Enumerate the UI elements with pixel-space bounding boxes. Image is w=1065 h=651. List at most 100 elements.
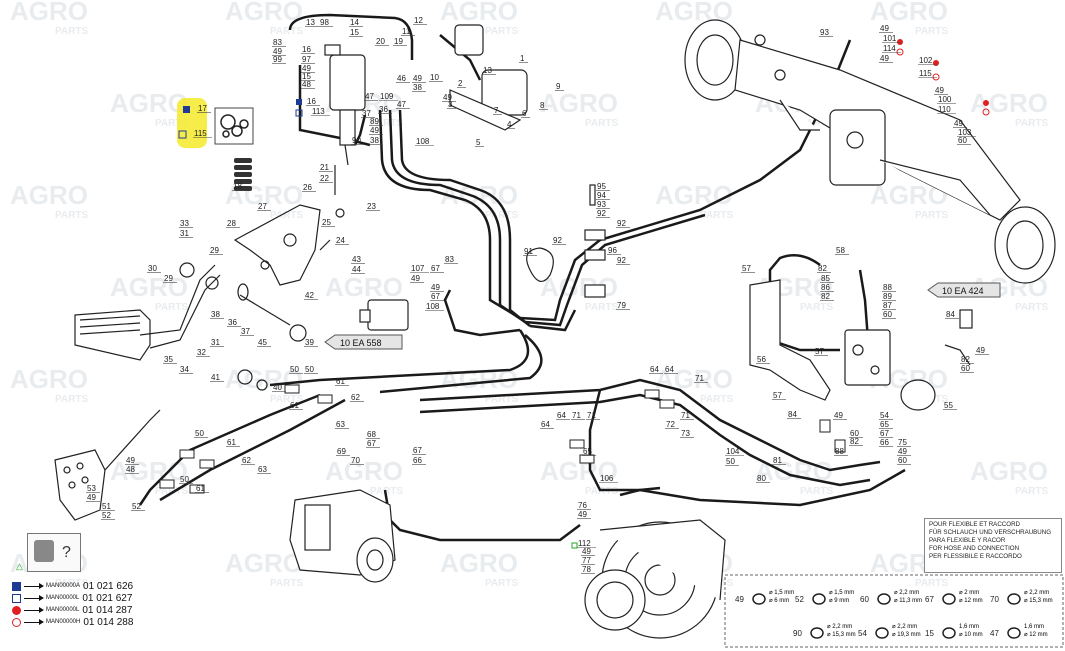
part-number-label[interactable]: 52 <box>131 502 145 511</box>
part-number-label[interactable]: 67 <box>879 429 893 438</box>
part-number-label[interactable]: 83 <box>272 38 286 47</box>
part-number-label[interactable]: 63 <box>257 465 271 474</box>
part-number-label[interactable]: 108 <box>425 302 444 311</box>
part-number-text[interactable]: 4 <box>507 120 512 129</box>
part-number-label[interactable]: 38 <box>412 83 426 92</box>
part-number-label[interactable]: 73 <box>680 429 694 438</box>
part-number-text[interactable]: 67 <box>413 446 422 455</box>
part-number-label[interactable]: 20 <box>375 37 389 46</box>
part-number-text[interactable]: 17 <box>198 104 207 113</box>
part-number-label[interactable]: 38 <box>369 136 383 145</box>
part-number-label[interactable]: 39 <box>304 338 318 347</box>
part-number-label[interactable]: 33 <box>179 219 193 228</box>
part-number-text[interactable]: 64 <box>650 365 659 374</box>
part-number-label[interactable]: 61 <box>195 484 209 493</box>
part-number-text[interactable]: 21 <box>320 163 329 172</box>
part-number-text[interactable]: 108 <box>416 137 430 146</box>
part-number-text[interactable]: 67 <box>431 264 440 273</box>
part-number-label[interactable]: 50 <box>179 475 193 484</box>
part-number-text[interactable]: 82 <box>961 355 970 364</box>
part-number-label[interactable]: 81 <box>772 456 786 465</box>
part-number-text[interactable]: 25 <box>322 218 331 227</box>
part-number-label[interactable]: 88 <box>882 283 896 292</box>
part-number-label[interactable]: 71 <box>694 374 708 383</box>
part-number-label[interactable]: 61 <box>335 377 349 386</box>
part-number-text[interactable]: 78 <box>582 565 591 574</box>
part-number-text[interactable]: 68 <box>367 430 376 439</box>
part-number-text[interactable]: 51 <box>102 502 111 511</box>
part-number-label[interactable]: 76 <box>577 501 591 510</box>
part-number-label[interactable]: 91 <box>523 247 537 256</box>
part-number-label[interactable]: 114 <box>882 44 901 53</box>
part-number-label[interactable]: 56 <box>756 355 770 364</box>
part-number-label[interactable]: 65 <box>582 447 596 456</box>
part-number-text[interactable]: 26 <box>303 183 312 192</box>
part-number-text[interactable]: 107 <box>411 264 425 273</box>
part-number-label[interactable]: 17 <box>197 104 211 113</box>
part-number-text[interactable]: 49 <box>578 510 587 519</box>
part-number-label[interactable]: 78 <box>581 565 595 574</box>
part-number-text[interactable]: 65 <box>583 447 592 456</box>
part-number-text[interactable]: 11 <box>402 27 411 36</box>
part-number-label[interactable]: 65 <box>879 420 893 429</box>
part-number-label[interactable]: 79 <box>616 301 630 310</box>
part-number-text[interactable]: 81 <box>773 456 782 465</box>
part-number-label[interactable]: 115 <box>193 129 212 138</box>
part-number-text[interactable]: 60 <box>850 429 859 438</box>
part-number-label[interactable]: 21 <box>319 163 333 172</box>
part-number-label[interactable]: 5 <box>475 138 484 147</box>
part-number-label[interactable]: 31 <box>210 338 224 347</box>
part-number-label[interactable]: 7 <box>493 106 502 115</box>
part-number-label[interactable]: 47 <box>364 92 378 101</box>
part-number-text[interactable]: 50 <box>726 457 735 466</box>
part-number-text[interactable]: 48 <box>126 465 135 474</box>
part-number-label[interactable]: 49 <box>975 346 989 355</box>
part-number-text[interactable]: 49 <box>443 93 452 102</box>
part-number-label[interactable]: 30 <box>147 264 161 273</box>
part-number-label[interactable]: 49 <box>833 411 847 420</box>
part-number-text[interactable]: 84 <box>788 410 797 419</box>
part-number-label[interactable]: 60 <box>849 429 863 438</box>
part-number-label[interactable]: 22 <box>319 174 333 183</box>
part-number-text[interactable]: 44 <box>352 265 361 274</box>
part-number-text[interactable]: 75 <box>898 438 907 447</box>
part-number-text[interactable]: 57 <box>815 347 824 356</box>
part-number-text[interactable]: 77 <box>582 556 591 565</box>
part-number-text[interactable]: 49 <box>431 283 440 292</box>
part-number-label[interactable]: 64 <box>540 420 554 429</box>
part-number-text[interactable]: 108 <box>426 302 440 311</box>
part-number-label[interactable]: 75 <box>897 438 911 447</box>
part-number-text[interactable]: 71 <box>681 411 690 420</box>
part-number-label[interactable]: 49 <box>125 456 139 465</box>
part-number-text[interactable]: 49 <box>954 119 963 128</box>
part-number-text[interactable]: 38 <box>211 310 220 319</box>
part-number-label[interactable]: 49 <box>412 74 426 83</box>
part-number-label[interactable]: 92 <box>552 236 566 245</box>
part-number-label[interactable]: 93 <box>819 28 833 37</box>
part-number-text[interactable]: 60 <box>898 456 907 465</box>
part-number-label[interactable]: 60 <box>957 136 971 145</box>
part-number-label[interactable]: 26 <box>302 183 316 192</box>
part-number-label[interactable]: 57 <box>814 347 828 356</box>
part-number-text[interactable]: 50 <box>195 429 204 438</box>
part-number-label[interactable]: 96 <box>607 246 621 255</box>
part-number-label[interactable]: 84 <box>787 410 801 419</box>
part-number-text[interactable]: 71 <box>695 374 704 383</box>
part-number-label[interactable]: 15 <box>349 28 363 37</box>
part-number-label[interactable]: 24 <box>335 236 349 245</box>
part-number-text[interactable]: 47 <box>365 92 374 101</box>
part-number-label[interactable]: 107 <box>410 264 429 273</box>
part-number-text[interactable]: 67 <box>880 429 889 438</box>
part-number-text[interactable]: 24 <box>336 236 345 245</box>
part-number-label[interactable]: 49 <box>442 93 456 102</box>
part-number-text[interactable]: 50 <box>290 365 299 374</box>
part-number-text[interactable]: 67 <box>431 292 440 301</box>
part-number-text[interactable]: 16 <box>302 45 311 54</box>
part-number-text[interactable]: 49 <box>126 456 135 465</box>
part-number-text[interactable]: 5 <box>476 138 481 147</box>
part-number-label[interactable]: 44 <box>351 265 365 274</box>
part-number-label[interactable]: 6 <box>521 109 530 118</box>
part-number-text[interactable]: 49 <box>880 24 889 33</box>
part-number-text[interactable]: 49 <box>935 86 944 95</box>
part-number-text[interactable]: 37 <box>362 109 371 118</box>
